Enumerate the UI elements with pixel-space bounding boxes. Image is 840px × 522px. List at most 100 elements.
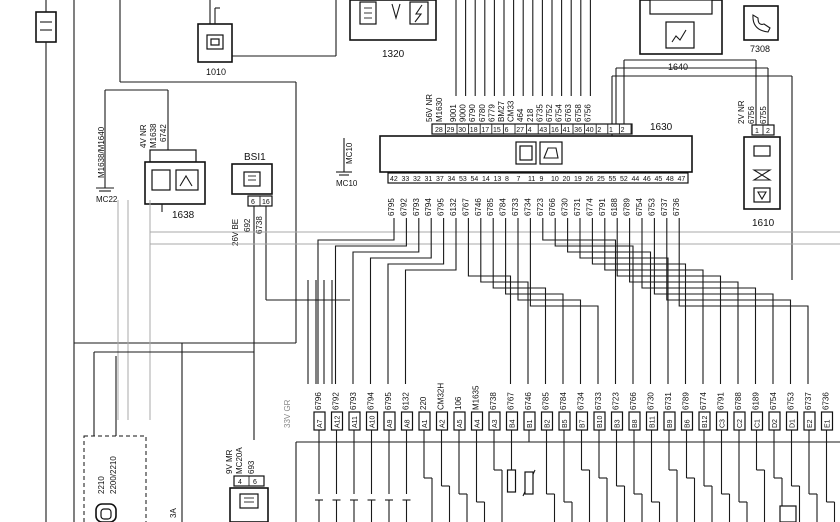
ecu-top-wire-label: 6754: [555, 104, 564, 122]
ecu-top-wire-label: 6790: [468, 104, 477, 122]
ecu-top-wire-label: 6758: [574, 104, 583, 122]
bottom-connector-wire-label: 6736: [822, 392, 831, 410]
ecu-top-pin: 30: [458, 127, 466, 134]
ecu-top-wire-label: 6779: [487, 104, 496, 122]
route-wire: [352, 218, 420, 384]
ground-m1638-label: M1638/M1640: [97, 126, 106, 178]
ecu-bottom-pin: 19: [574, 176, 582, 183]
route-wire: [567, 218, 652, 384]
bottom-connector-wire-label: 6766: [629, 392, 638, 410]
ecu-bottom-wire-label: 6736: [672, 198, 681, 216]
ecu-top-wire-label: BM27: [497, 101, 506, 122]
bottom-connector-wire-label: 6785: [542, 392, 551, 410]
ecu-bottom-pin: 48: [666, 176, 674, 183]
bottom-connector-pin-label: C1: [755, 419, 762, 428]
bottom-connector-pin-label: D2: [772, 419, 779, 428]
ecu-bottom-pin: 9: [540, 176, 544, 183]
ecu-top-title: 56V NR: [425, 94, 434, 122]
component-2210: 2210 2200/2210 3A: [83, 343, 254, 522]
ground-mc10: MC10 MC10: [336, 138, 358, 188]
ecu-bottom-wire-label: 6791: [598, 198, 607, 216]
ecu-bottom-pin: 34: [448, 176, 456, 183]
ecu-bottom-wire-label: 6731: [573, 198, 582, 216]
ecu-bottom-wire-label: 6734: [523, 198, 532, 216]
ecu-top-pin: 4: [528, 127, 532, 134]
bottom-connector-wire-label: 6754: [769, 392, 778, 410]
mc10-bottom-label: MC10: [336, 179, 358, 188]
ecu-top-pin: 15: [493, 127, 501, 134]
component-1640-label: 1640: [668, 62, 688, 72]
ecu-bottom-wire-label: 6733: [511, 198, 520, 216]
ecu-bottom-wire-label: 6766: [548, 198, 557, 216]
route-wire: [334, 218, 407, 384]
ecu-bottom-pin: 10: [551, 176, 559, 183]
route-wire: [554, 218, 634, 384]
ecu-bottom-wire-label: 6789: [623, 198, 632, 216]
ground-mc22-label: MC22: [96, 195, 118, 204]
ecu-bottom-wire-label: 6737: [660, 198, 669, 216]
component-1320-label: 1320: [382, 49, 405, 60]
ecu-bottom-pin: 42: [390, 176, 398, 183]
component-mc20a: 9V MR MC20A 693 4 6: [225, 447, 269, 522]
bottom-connector-pin-label: B4: [510, 419, 517, 428]
bottom-connector-pin-label: C2: [737, 419, 744, 428]
component-1610-label: 1610: [752, 218, 775, 229]
ecu-top-pin: 41: [563, 127, 571, 134]
component-1010-label: 1010: [206, 67, 226, 77]
ecu-bottom-pin: 7: [517, 176, 521, 183]
bottom-connector-wire-label: 6792: [332, 392, 341, 410]
route-wire: [591, 218, 687, 384]
bottom-connector-wire-label: 6795: [384, 392, 393, 410]
mc20a-ref: MC20A: [235, 447, 244, 474]
ecu-bottom-wire-label: 6746: [474, 198, 483, 216]
route-wire: [517, 218, 582, 384]
ecu-top-pin: 16: [551, 127, 559, 134]
ecu-top-wire-label: 6780: [478, 104, 487, 122]
mc20a-pin-4: 4: [238, 479, 242, 486]
bsi1-label: BSI1: [244, 152, 266, 163]
bottom-connector-pin-label: C3: [720, 419, 727, 428]
ecu-bottom-pin: 52: [620, 176, 628, 183]
mc20a-wire: 693: [247, 460, 256, 474]
bottom-connector-wire-label: 6789: [682, 392, 691, 410]
ecu-top-wire-label: 464: [516, 108, 525, 122]
left-bus: [35, 0, 337, 522]
ecu-bottom-wire-label: 6767: [461, 198, 470, 216]
bottom-connector-wire-label: 6784: [559, 392, 568, 410]
ecu-bottom-pin: 13: [494, 176, 502, 183]
bottom-connector-pin-label: B10: [597, 415, 604, 428]
route-wire: [666, 218, 792, 384]
c1610-wire-6755: 6755: [759, 106, 768, 124]
component-7308-label: 7308: [750, 44, 770, 54]
ecu-top-wire-label: 6735: [535, 104, 544, 122]
ecu-bottom-wire-label: 6132: [449, 198, 458, 216]
mc20a-pin-6: 6: [253, 479, 257, 486]
ecu-top-pin: 1: [609, 127, 613, 134]
bottom-connector-wire-label: 6132: [402, 392, 411, 410]
ecu-top-pin: 43: [539, 127, 547, 134]
ecu-top-pin: 17: [481, 127, 489, 134]
ecu-top-wire-label: CM33: [507, 100, 516, 122]
ecu-bottom-wire-label: 6188: [610, 198, 619, 216]
ecu-bottom-pin: 32: [413, 176, 421, 183]
ecu-bottom-wire-label: 6793: [412, 198, 421, 216]
ecu-bottom-pin: 45: [655, 176, 663, 183]
ecu-top-pin: 29: [447, 127, 455, 134]
route-wire: [492, 218, 547, 384]
ecu-bottom-pin: 37: [436, 176, 444, 183]
ecu-bottom-wire-label: 6795: [437, 198, 446, 216]
ecu-bottom-pin: 26: [586, 176, 594, 183]
route-wire: [387, 218, 445, 384]
bottom-connector-wire-label: 6774: [699, 392, 708, 410]
bsi1-pin-16: 16: [262, 199, 270, 206]
ecu-bottom-wire-label: 6723: [536, 198, 545, 216]
c2210-ref: 2210: [97, 476, 106, 494]
ground-mc22: M1638/M1640 MC22: [96, 89, 168, 204]
ecu-top-wire-label: 9000: [459, 104, 468, 122]
bottom-connector-wire-label: 6791: [717, 392, 726, 410]
